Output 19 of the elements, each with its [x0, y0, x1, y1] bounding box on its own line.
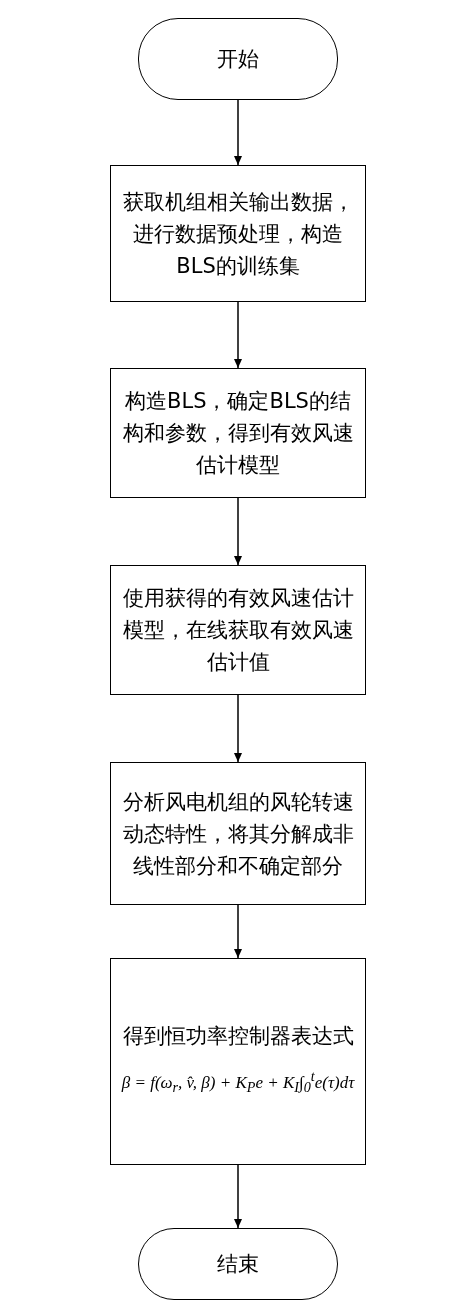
process-box	[110, 762, 366, 905]
arrow	[234, 301, 242, 369]
box-text: 分析风电机组的风轮转速动态特性，将其分解成非线性部分和不确定部分	[121, 788, 355, 880]
box-text: 获取机组相关输出数据，进行数据预处理，构造BLS的训练集	[121, 188, 355, 280]
process-box	[110, 958, 366, 1165]
box-text: 得到恒功率控制器表达式	[122, 1022, 354, 1050]
box-text: 结束	[217, 1251, 259, 1278]
arrow	[234, 99, 242, 166]
arrow	[234, 497, 242, 566]
process-box	[110, 165, 366, 302]
formula: β = f(ω$_{r}$, v̂, β) + K$_{P}$e + K$_{I}$∫$_{0}$$^{t}$e(τ)dτ	[121, 1066, 355, 1097]
arrow	[234, 904, 242, 959]
box-text: 构造BLS，确定BLS的结构和参数，得到有效风速估计模型	[121, 388, 355, 479]
process-box	[110, 565, 366, 695]
box-text: 使用获得的有效风速估计模型，在线获取有效风速估计值	[121, 585, 355, 676]
arrow	[234, 1164, 242, 1229]
arrow	[234, 694, 242, 763]
process-box	[110, 368, 366, 498]
box-text: 开始	[217, 46, 259, 73]
